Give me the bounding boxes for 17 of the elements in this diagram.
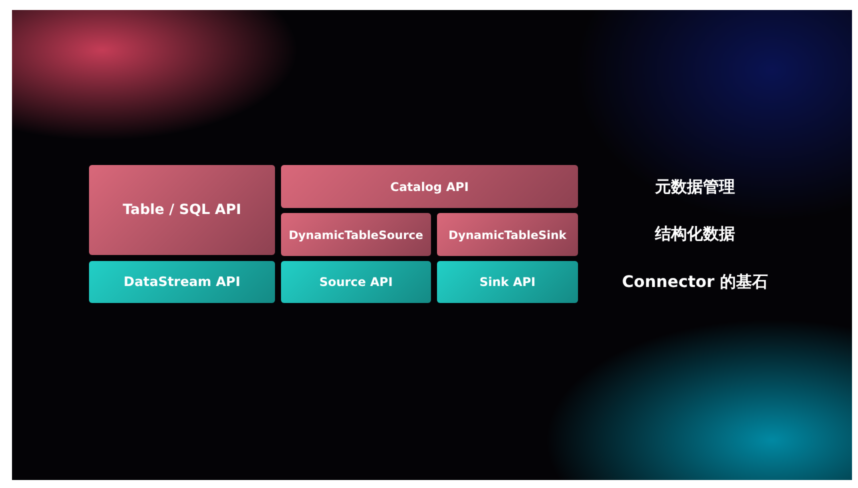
api-block xyxy=(281,213,431,256)
layer-description: Connector 的基石 xyxy=(622,272,768,293)
layer-description: 结构化数据 xyxy=(655,224,735,245)
block-label: DynamicTableSource xyxy=(288,228,424,242)
api-block xyxy=(281,261,431,303)
api-block xyxy=(437,213,578,256)
block-label: DataStream API xyxy=(124,274,240,290)
api-block xyxy=(281,165,578,208)
block-label: DynamicTableSink xyxy=(448,228,566,242)
block-label: Sink API xyxy=(479,275,536,289)
block-label: Table / SQL API xyxy=(122,202,242,218)
layer-description: 元数据管理 xyxy=(655,177,735,198)
api-block xyxy=(89,261,275,303)
api-block xyxy=(437,261,578,303)
block-label: Catalog API xyxy=(390,180,469,194)
api-block xyxy=(89,165,275,255)
block-label: Source API xyxy=(319,275,393,289)
